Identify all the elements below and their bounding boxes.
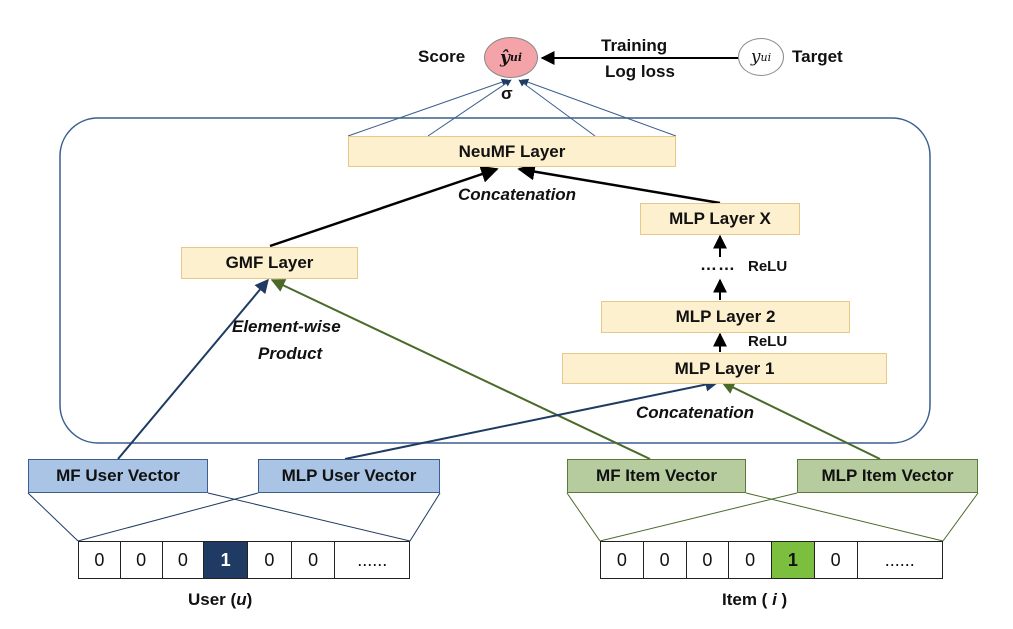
one-hot-active-cell: 1 [772, 542, 815, 578]
item-embedding-lines [566, 492, 979, 542]
mlp-layer-x: MLP Layer X [640, 203, 800, 235]
one-hot-cell: 0 [163, 542, 205, 578]
one-hot-cell: 0 [601, 542, 644, 578]
model-panel [59, 117, 931, 444]
mf-user-vector: MF User Vector [28, 459, 208, 493]
concatenation-bottom-label: Concatenation [636, 403, 755, 422]
gmf-to-neumf [269, 165, 499, 248]
item-label-text: Item ( [722, 590, 773, 609]
item-input-label: Item ( i ) [722, 590, 787, 610]
neumf-layer: NeuMF Layer [348, 136, 676, 167]
neumf-fan [347, 78, 677, 137]
one-hot-cell: 0 [121, 542, 163, 578]
one-hot-cell: 0 [644, 542, 687, 578]
mlpuser-to-mlp1 [344, 377, 720, 460]
mfitem-to-gmf [270, 279, 651, 460]
user-label-end: ) [246, 590, 253, 609]
mlp-item-vector: MLP Item Vector [797, 459, 978, 493]
mlp-layer-1: MLP Layer 1 [562, 353, 887, 384]
mf-item-vector: MF Item Vector [567, 459, 746, 493]
sigma-label: σ [501, 84, 513, 103]
user-label-variable: u [236, 590, 247, 609]
target-subscript: ui [760, 50, 772, 64]
ellipsis-label: …… [700, 255, 736, 274]
relu-top-label: ReLU [748, 258, 788, 275]
one-hot-cell: ...... [357, 549, 388, 570]
one-hot-cell: 0 [815, 542, 858, 578]
mlp-layer-2: MLP Layer 2 [601, 301, 850, 333]
one-hot-cell: 0 [687, 542, 730, 578]
product-label: Product [258, 344, 323, 363]
one-hot-cell: 0 [729, 542, 772, 578]
relu-bottom-label: ReLU [748, 333, 788, 350]
training-label: Training [601, 36, 668, 55]
mlpx-to-neumf [517, 162, 721, 205]
target-symbol: y [750, 47, 761, 67]
logloss-label: Log loss [605, 62, 675, 81]
mfuser-to-gmf [117, 278, 269, 460]
one-hot-cell: 0 [79, 542, 121, 578]
one-hot-active-cell: 1 [204, 542, 248, 578]
item-label-end: ) [776, 590, 788, 609]
one-hot-cell: 0 [248, 542, 292, 578]
one-hot-cell: 0 [292, 542, 336, 578]
user-label-text: User ( [188, 590, 237, 609]
item-label-variable: i [772, 590, 777, 609]
score-label: Score [418, 47, 466, 66]
gmf-layer: GMF Layer [181, 247, 358, 279]
mlp-user-vector: MLP User Vector [258, 459, 440, 493]
mlpitem-to-mlp1 [720, 381, 881, 460]
one-hot-cell: ...... [884, 549, 915, 570]
concatenation-top-label: Concatenation [458, 185, 577, 204]
score-subscript: ui [509, 51, 523, 64]
target-label: Target [792, 47, 843, 66]
user-embedding-lines [27, 492, 441, 542]
score-symbol: ŷ [499, 47, 510, 68]
user-input-label: User (u) [188, 590, 252, 610]
elementwise-label: Element-wise [232, 317, 341, 336]
